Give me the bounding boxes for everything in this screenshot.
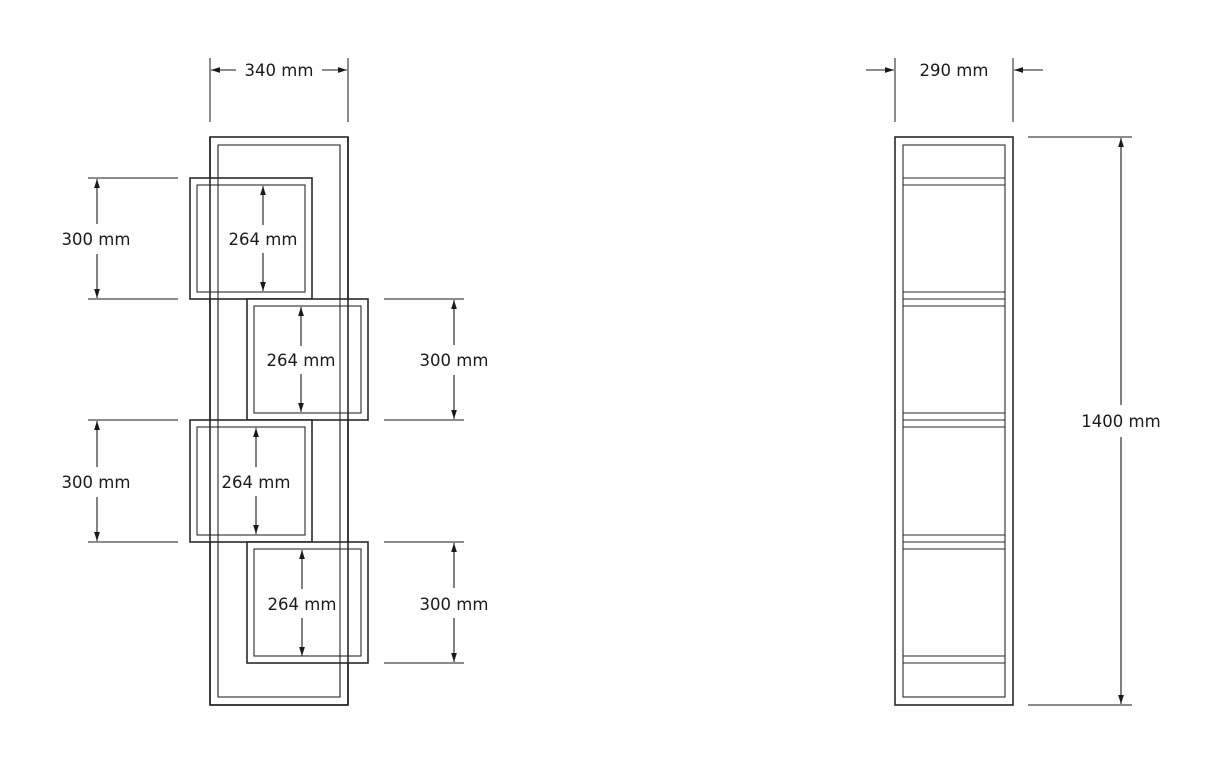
side-frame [894, 136, 1014, 706]
shelf-height-label-4: 300 mm [420, 595, 489, 614]
shelf-height-dimension-3: 300 mm [62, 419, 178, 543]
front-width-label: 340 mm [245, 61, 314, 80]
inner-height-label-1: 264 mm [229, 230, 298, 249]
front-view: 340 mm 300 mm 264 mm 300 mm [62, 58, 492, 706]
side-depth-label: 290 mm [920, 61, 989, 80]
shelf-height-dimension-2: 300 mm [384, 298, 492, 421]
inner-height-dimension-2: 264 mm [264, 307, 338, 412]
shelf-height-dimension-1: 300 mm [62, 177, 178, 300]
side-height-label: 1400 mm [1081, 412, 1160, 431]
side-depth-dimension: 290 mm [866, 58, 1043, 122]
inner-height-dimension-1: 264 mm [226, 186, 300, 291]
shelf-height-label-2: 300 mm [420, 351, 489, 370]
shelf-height-label-3: 300 mm [62, 473, 131, 492]
front-width-dimension: 340 mm [209, 58, 349, 122]
side-view: 290 mm 1400 mm [866, 58, 1164, 706]
inner-height-dimension-3: 264 mm [219, 428, 293, 534]
inner-height-label-3: 264 mm [222, 473, 291, 492]
shelf-height-dimension-4: 300 mm [384, 541, 492, 664]
inner-height-label-4: 264 mm [268, 595, 337, 614]
shelf-height-label-1: 300 mm [62, 230, 131, 249]
front-rails [209, 137, 349, 706]
side-height-dimension: 1400 mm [1028, 136, 1164, 706]
side-shelves [903, 177, 1005, 664]
inner-height-label-2: 264 mm [267, 351, 336, 370]
inner-height-dimension-4: 264 mm [265, 550, 339, 656]
